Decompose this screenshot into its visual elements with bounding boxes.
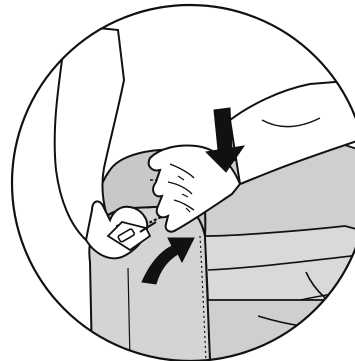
left-arm [55, 25, 148, 258]
detail-view [55, 25, 355, 361]
